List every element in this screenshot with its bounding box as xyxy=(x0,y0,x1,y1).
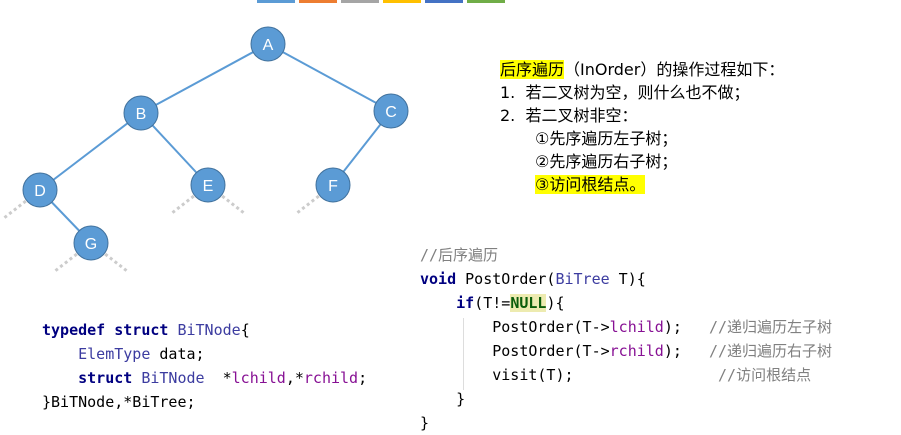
desc-line1: 1. 若二叉树为空，则什么也不做； xyxy=(500,83,750,102)
kw: void xyxy=(420,270,466,288)
field: lchild xyxy=(231,369,286,387)
type: BiTNode xyxy=(177,321,241,339)
tree-edge xyxy=(39,112,142,191)
kw: struct xyxy=(78,369,142,387)
color-tab[interactable] xyxy=(425,0,463,3)
tree-edge xyxy=(140,43,269,114)
color-tab[interactable] xyxy=(383,0,421,3)
field: rchild xyxy=(609,342,664,360)
code: visit(T); xyxy=(492,366,574,384)
code: PostOrder(T-> xyxy=(492,342,610,360)
tree-node-label: A xyxy=(263,37,274,54)
code: ; xyxy=(358,369,368,387)
code: ); xyxy=(663,342,682,360)
comment: //后序遍历 xyxy=(420,246,499,264)
code: * xyxy=(204,369,232,387)
postorder-description: 后序遍历（InOrder）的操作过程如下： 1. 若二叉树为空，则什么也不做； … xyxy=(500,58,784,196)
code: (T!= xyxy=(474,294,511,312)
code: * xyxy=(294,369,304,387)
comment: //递归遍历右子树 xyxy=(709,342,833,360)
desc-title-rest: （InOrder）的操作过程如下： xyxy=(564,60,785,79)
kw: typedef struct xyxy=(42,321,178,339)
postorder-code: //后序遍历 void PostOrder(BiTree T){ if(T!=N… xyxy=(420,243,832,435)
color-tab[interactable] xyxy=(341,0,379,3)
comment: //访问根结点 xyxy=(718,366,812,384)
code: data; xyxy=(150,345,205,363)
field: lchild xyxy=(609,318,664,336)
null-literal: NULL xyxy=(510,294,547,312)
code: T){ xyxy=(609,270,646,288)
type: BiTree xyxy=(555,270,610,288)
tree-node-C xyxy=(373,93,409,129)
tree-node-F xyxy=(315,167,351,203)
tree-node-A xyxy=(250,26,286,62)
color-tab[interactable] xyxy=(257,0,295,3)
color-tab[interactable] xyxy=(299,0,337,3)
code: }BiTNode,*BiTree; xyxy=(42,393,196,411)
tree-node-label: D xyxy=(34,183,46,200)
tree-node-G xyxy=(73,225,109,261)
indent-guide xyxy=(463,318,464,390)
code: } xyxy=(456,390,466,408)
kw: if xyxy=(456,294,475,312)
top-color-tabs xyxy=(257,0,505,3)
desc-step2: ②先序遍历右子树； xyxy=(535,152,678,171)
tree-node-E xyxy=(190,167,226,203)
code: { xyxy=(240,321,250,339)
comment: //递归遍历左子树 xyxy=(709,318,833,336)
tree-node-label: B xyxy=(136,106,147,123)
code: PostOrder( xyxy=(465,270,556,288)
desc-step1: ①先序遍历左子树； xyxy=(535,129,678,148)
desc-step3: ③访问根结点。 xyxy=(535,175,646,194)
code: PostOrder(T-> xyxy=(492,318,610,336)
code: , xyxy=(285,369,295,387)
field: rchild xyxy=(303,369,359,387)
tree-node-label: C xyxy=(385,104,397,121)
tree-node-label: F xyxy=(328,178,338,195)
desc-title: 后序遍历 xyxy=(500,60,565,79)
type: BiTNode xyxy=(141,369,205,387)
color-tab[interactable] xyxy=(467,0,505,3)
type: ElemType xyxy=(78,345,151,363)
code: ); xyxy=(663,318,682,336)
desc-line2: 2. 若二叉树非空： xyxy=(500,106,638,125)
tree-node-B xyxy=(123,95,159,131)
code: ){ xyxy=(546,294,565,312)
tree-node-label: G xyxy=(85,236,97,253)
code: } xyxy=(420,414,430,432)
tree-edge xyxy=(267,43,392,112)
tree-node-label: E xyxy=(203,178,214,195)
typedef-code: typedef struct BiTNode{ ElemType data; s… xyxy=(42,318,367,414)
tree-node-D xyxy=(22,172,58,208)
